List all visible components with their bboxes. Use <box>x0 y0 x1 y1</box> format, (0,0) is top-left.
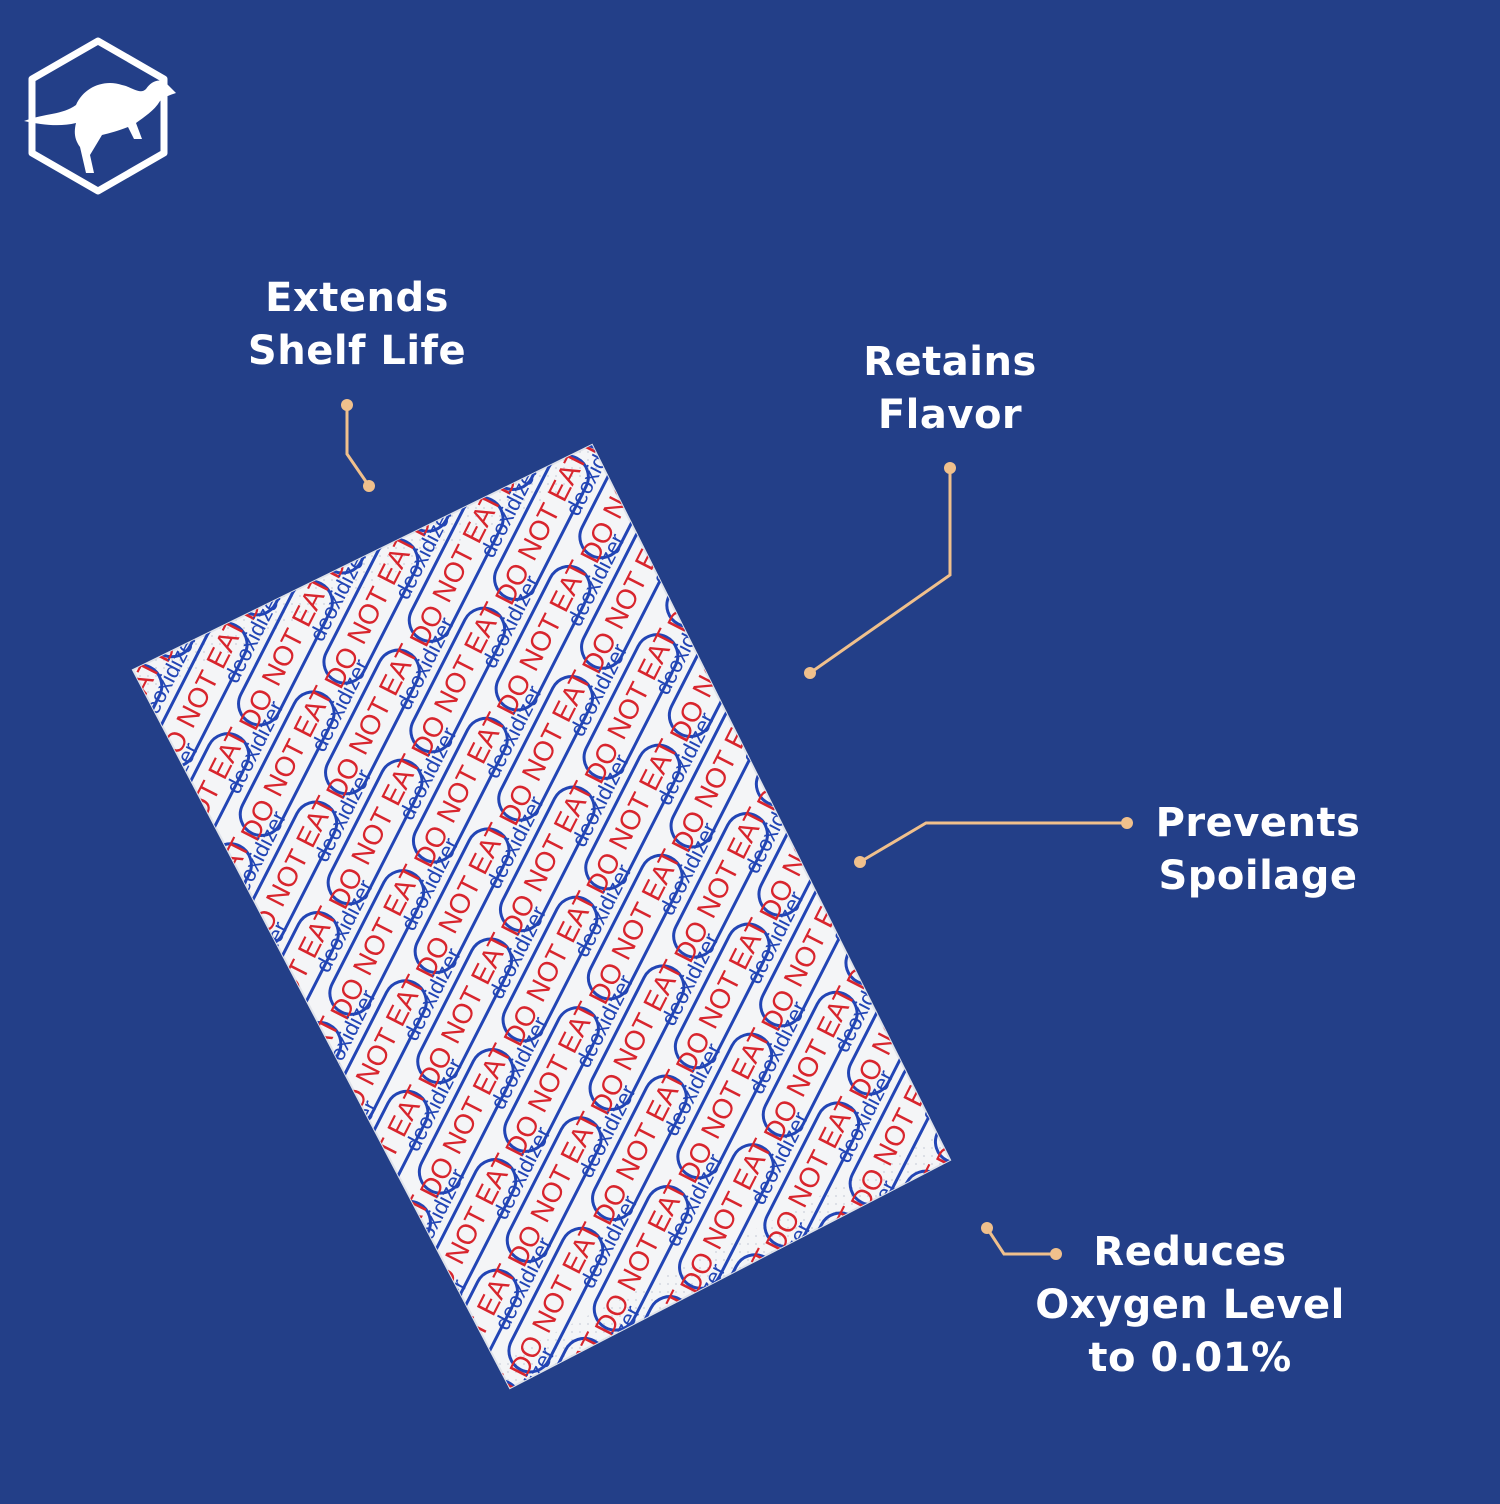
packet-brand-text: deoxidizer <box>131 518 199 619</box>
warning-pill-outline <box>424 1378 522 1388</box>
warning-pill-outline <box>665 481 763 628</box>
packet-brand-text: deoxidizer <box>46 560 114 661</box>
packet-warning-text: DO NOT EAT <box>840 830 944 994</box>
warning-pill-outline <box>324 648 421 796</box>
warning-pill-outline <box>416 937 514 1085</box>
warning-pill-outline <box>493 454 590 601</box>
feature-line: Spoilage <box>1158 853 1358 899</box>
packet-brand-text: deoxidizer <box>558 309 626 410</box>
packet-brand-text: deoxidizer <box>647 488 715 589</box>
warning-pill-outline <box>503 1006 600 1153</box>
warning-pill-outline <box>494 564 592 712</box>
feature-line: Retains <box>863 339 1037 385</box>
warning-pill-outline <box>501 895 599 1043</box>
warning-pill-outline <box>407 496 505 643</box>
warning-pill-outline <box>591 1074 688 1222</box>
warning-pill-outline <box>237 579 334 727</box>
kangaroo-logo-icon <box>24 37 176 195</box>
warning-pill-outline <box>409 606 507 754</box>
warning-pill-outline <box>505 1116 603 1263</box>
packet-warning-text: DO NOT EAT <box>421 1370 525 1500</box>
warning-pill-outline <box>328 869 426 1016</box>
warning-pill-outline <box>588 964 686 1111</box>
packet-brand-text: deoxidizer <box>217 476 285 577</box>
warning-pill-outline <box>586 853 684 1001</box>
warning-pill-outline <box>844 838 942 986</box>
feature-retains-flavor: Retains Flavor <box>800 336 1100 442</box>
packet-warning-text: DO NOT EAT <box>152 833 256 997</box>
warning-pill-outline <box>575 445 673 450</box>
feature-reduces-oxygen: Reduces Oxygen Level to 0.01% <box>1000 1226 1380 1385</box>
warning-pill-outline <box>326 758 424 906</box>
packet-brand-text: deoxidizer <box>826 845 894 946</box>
warning-pill-outline <box>672 812 769 959</box>
packet-warning-text: DO NOT EAT <box>331 1191 435 1355</box>
warning-pill-outline <box>498 785 596 933</box>
feature-extends-shelf-life: Extends Shelf Life <box>207 272 507 378</box>
packet-brand-text: deoxidizer <box>228 1027 296 1128</box>
warning-pill-outline <box>761 990 859 1138</box>
packet-warning-text: DO NOT EAT <box>661 472 765 636</box>
feature-line: Flavor <box>877 392 1023 438</box>
warning-pill-outline <box>582 633 680 780</box>
warning-pill-outline <box>510 1336 607 1388</box>
packet-warning-text: DO NOT EAT <box>930 1009 1034 1173</box>
packet-brand-text: deoxidizer <box>387 392 455 493</box>
packet-brand-text: deoxidizer <box>302 434 370 535</box>
feature-line: Shelf Life <box>247 328 467 374</box>
warning-pill-outline <box>238 690 336 837</box>
feature-line: to 0.01% <box>1088 1335 1292 1381</box>
warning-pill-outline <box>417 1048 515 1195</box>
warning-pill-outline <box>322 538 420 685</box>
feature-line: Extends <box>265 275 449 321</box>
packet-brand-text: deoxidizer <box>317 1206 385 1307</box>
warning-pill-outline <box>754 660 852 807</box>
warning-pill-outline <box>584 743 682 891</box>
warning-pill-outline <box>673 922 771 1070</box>
packet-warning-text: DO NOT EAT <box>241 1012 345 1176</box>
packet-brand-text: deoxidizer <box>737 666 805 767</box>
feature-line: Oxygen Level <box>1035 1282 1345 1328</box>
packet-brand-text: deoxidizer <box>48 670 116 771</box>
warning-pill-outline <box>413 827 511 974</box>
warning-pill-outline <box>592 1185 690 1332</box>
packet-brand-text: deoxidizer <box>916 1024 984 1125</box>
warning-pill-outline <box>763 1101 861 1248</box>
warning-pill-outline <box>411 716 509 864</box>
warning-pill-outline <box>933 1017 950 1165</box>
feature-prevents-spoilage: Prevents Spoilage <box>1108 797 1408 903</box>
feature-line: Reduces <box>1093 1229 1287 1275</box>
packet-warning-text: DO NOT EAT <box>62 654 166 818</box>
feature-line: Prevents <box>1155 800 1361 846</box>
warning-pill-outline <box>507 1226 605 1374</box>
packet-warning-text: DO NOT EAT <box>572 293 676 457</box>
warning-pill-outline <box>497 675 595 822</box>
packet-warning-text: DO NOT EAT <box>751 651 855 815</box>
packet-brand-text: deoxidizer <box>407 1385 475 1486</box>
warning-pill-outline <box>676 1032 774 1180</box>
warning-pill-outline <box>678 1143 775 1290</box>
packet-brand-text: deoxidizer <box>138 849 206 950</box>
